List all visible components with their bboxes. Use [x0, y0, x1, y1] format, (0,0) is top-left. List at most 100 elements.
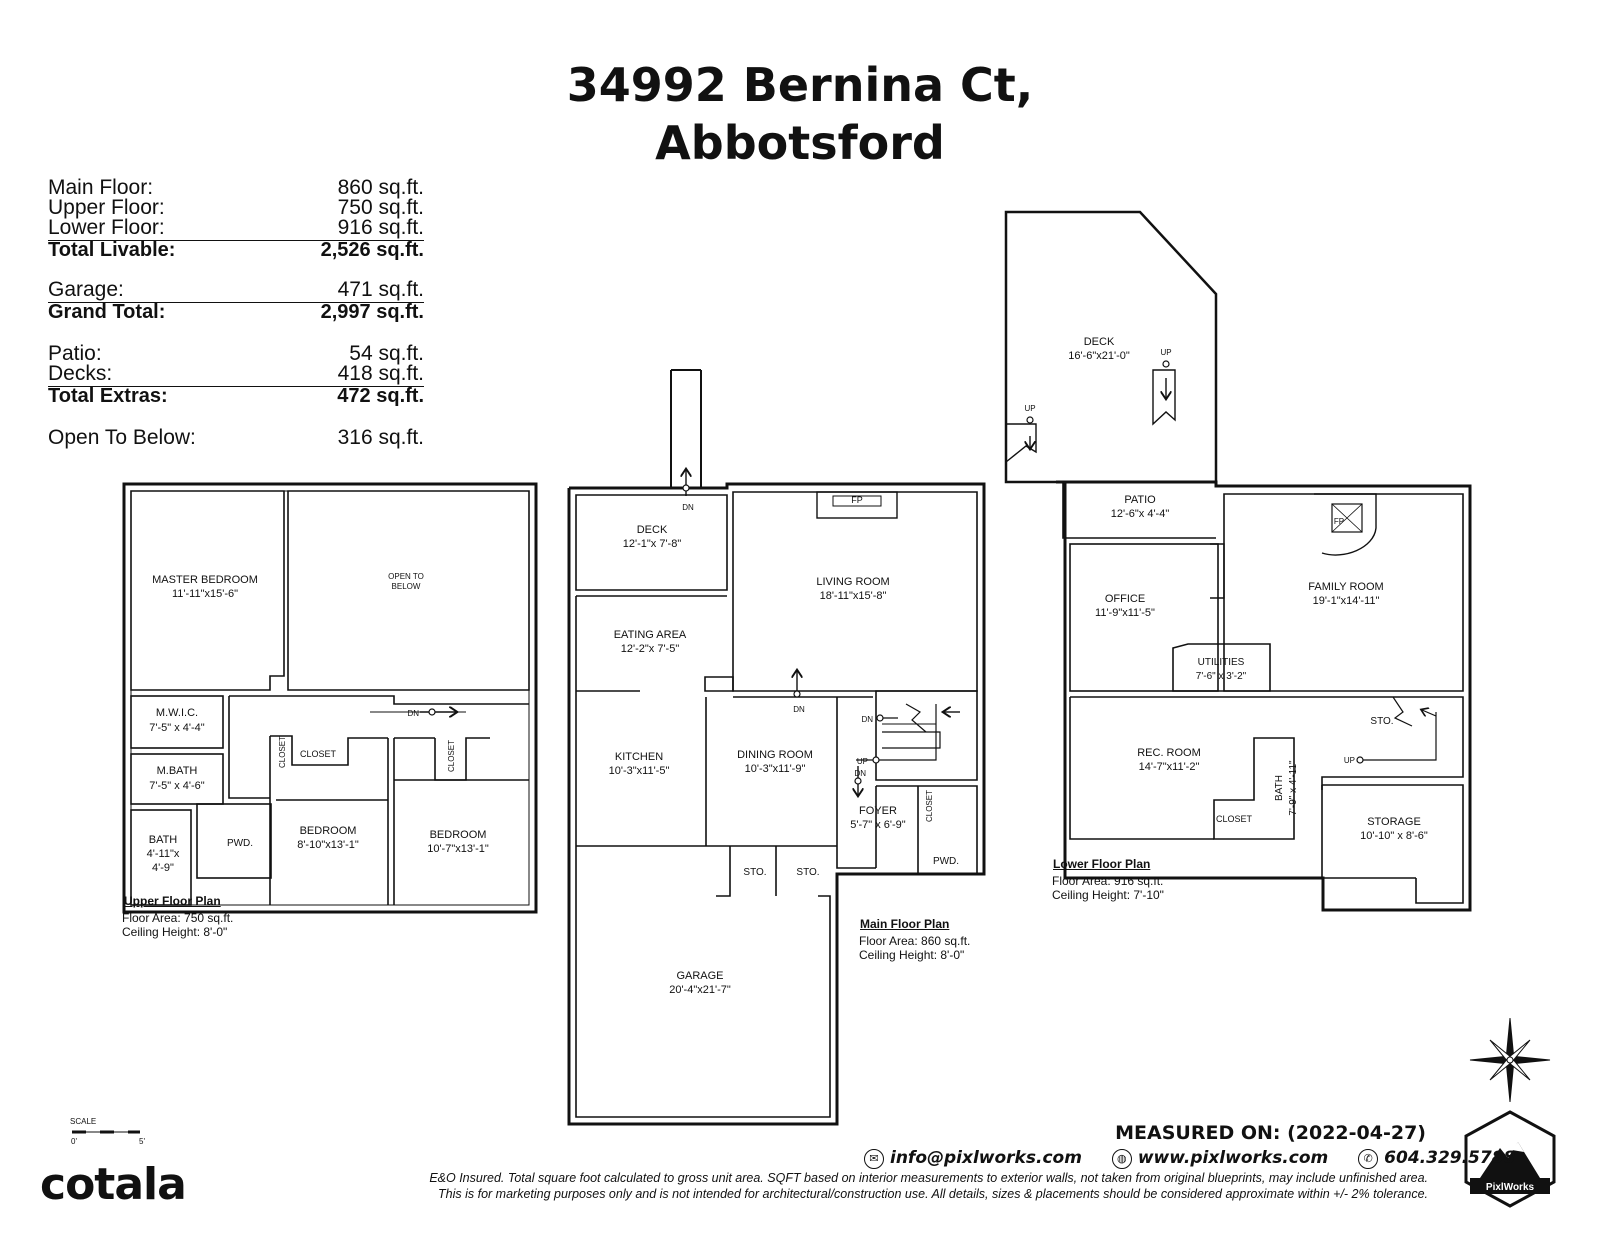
scale-label: SCALE	[70, 1117, 96, 1126]
room-name: STO.	[743, 867, 766, 878]
room-name: PWD.	[227, 838, 253, 849]
upper-floor-labels: MASTER BEDROOM 11'-11"x15'-6" OPEN TO BE…	[147, 572, 489, 874]
fireplace-label: FP	[851, 495, 863, 505]
room-dims: 4'-11"x	[147, 848, 180, 860]
lower-plan-area: Floor Area: 916 sq.ft.	[1052, 874, 1164, 888]
room-dims: 10'-3"x11'-9"	[745, 763, 806, 775]
main-floor-plan	[567, 369, 986, 1126]
room-dims: 8'-10"x13'-1"	[297, 839, 359, 851]
room-name: PATIO	[1124, 494, 1156, 506]
lower-floor-plan	[1004, 210, 1472, 912]
room-name: UTILITIES	[1198, 657, 1245, 668]
room-name: FAMILY ROOM	[1308, 581, 1383, 593]
closet-label: CLOSET	[1216, 814, 1253, 824]
room-name: BATH	[1274, 775, 1285, 801]
room-dims: 10'-10" x 8'-6"	[1360, 830, 1428, 842]
upper-plan-info: Floor Area: 750 sq.ft. Ceiling Height: 8…	[122, 911, 233, 939]
stair-label: DN	[854, 769, 866, 778]
stair-label: UP	[1160, 348, 1171, 357]
room-name: FOYER	[859, 805, 897, 817]
room-name: BEDROOM	[430, 829, 487, 841]
phone-icon: ✆	[1358, 1149, 1379, 1169]
room-name: DECK	[1084, 336, 1115, 348]
room-name: DINING ROOM	[737, 749, 813, 761]
room-name: GARAGE	[676, 970, 723, 982]
stair-label: UP	[1344, 756, 1355, 765]
room-dims: 7'-5" x 4'-4"	[149, 722, 205, 734]
room-dims: 7'-9" x 4'-11"	[1288, 760, 1299, 816]
room-dims: 7'-5" x 4'-6"	[149, 780, 205, 792]
main-floor-labels: DECK 12'-1"x 7'-8" LIVING ROOM 18'-11"x1…	[609, 495, 959, 996]
stat-grand-total: Grand Total:2,997 sq.ft.	[48, 301, 424, 323]
fireplace-label: FP	[1334, 517, 1344, 526]
room-name: STO.	[1370, 716, 1393, 727]
page-title: 34992 Bernina Ct, Abbotsford	[0, 56, 1600, 172]
room-dims: 10'-3"x11'-5"	[609, 765, 670, 777]
room-name: BELOW	[392, 582, 421, 591]
closet-label: CLOSET	[300, 749, 337, 759]
stair-label: UP	[857, 757, 868, 766]
room-dims: 11'-11"x15'-6"	[172, 588, 238, 600]
room-name: MASTER BEDROOM	[152, 574, 258, 586]
stair-label: DN	[682, 503, 694, 512]
stat-total-livable: Total Livable:2,526 sq.ft.	[48, 239, 424, 261]
lower-plan-info: Floor Area: 916 sq.ft. Ceiling Height: 7…	[1052, 874, 1164, 902]
upper-plan-title: Upper Floor Plan	[124, 894, 221, 908]
room-dims: 12'-6"x 4'-4"	[1111, 508, 1170, 520]
north-arrow-icon	[1469, 1017, 1551, 1103]
room-dims: 12'-2"x 7'-5"	[621, 643, 680, 655]
room-dims: 14'-7"x11'-2"	[1139, 761, 1200, 773]
room-name: M.BATH	[157, 765, 198, 777]
room-name: OPEN TO	[388, 572, 424, 581]
room-name: BATH	[149, 834, 178, 846]
phone-contact[interactable]: ✆604.329.5788	[1358, 1148, 1527, 1169]
stat-decks: Decks:418 sq.ft.	[48, 362, 424, 387]
room-dims: 16'-6"x21'-0"	[1068, 350, 1130, 362]
disclaimer: E&O Insured. Total square foot calculate…	[188, 1170, 1428, 1202]
room-name: REC. ROOM	[1137, 747, 1201, 759]
stat-upper-floor: Upper Floor:750 sq.ft.	[48, 196, 424, 219]
email-icon: ✉	[864, 1149, 884, 1169]
scale-end: 5'	[139, 1137, 145, 1146]
room-name: LIVING ROOM	[816, 576, 889, 588]
stair-label: UP	[1024, 404, 1035, 413]
brand-logo: cotala	[40, 1159, 187, 1210]
main-plan-title: Main Floor Plan	[860, 917, 950, 931]
room-dims: 18'-11"x15'-8"	[820, 590, 887, 602]
stat-garage: Garage:471 sq.ft.	[48, 278, 424, 303]
room-name: EATING AREA	[614, 629, 687, 641]
closet-label: CLOSET	[925, 790, 934, 822]
stat-patio: Patio:54 sq.ft.	[48, 342, 424, 365]
stat-lower-floor: Lower Floor:916 sq.ft.	[48, 216, 424, 241]
disclaimer-line-2: This is for marketing purposes only and …	[438, 1187, 1428, 1201]
room-dims: 11'-9"x11'-5"	[1095, 607, 1155, 619]
logo-text: PixlWorks	[1486, 1182, 1535, 1193]
stat-main-floor: Main Floor:860 sq.ft.	[48, 176, 424, 199]
upper-floor-plan	[122, 482, 538, 914]
room-name: KITCHEN	[615, 751, 663, 763]
upper-plan-ceiling: Ceiling Height: 8'-0"	[122, 925, 228, 939]
title-line-1: 34992 Bernina Ct,	[566, 58, 1034, 112]
room-dims: 19'-1"x14'-11"	[1313, 595, 1380, 607]
web-contact[interactable]: ◍www.pixlworks.com	[1111, 1148, 1340, 1169]
stair-label: DN	[861, 715, 873, 724]
email-contact[interactable]: ✉info@pixlworks.com	[864, 1148, 1094, 1169]
room-dims: 5'-7" x 6'-9"	[850, 819, 906, 831]
main-plan-info: Floor Area: 860 sq.ft. Ceiling Height: 8…	[859, 934, 970, 962]
globe-icon: ◍	[1111, 1149, 1132, 1169]
stat-total-extras: Total Extras:472 sq.ft.	[48, 385, 424, 407]
room-name: STORAGE	[1367, 816, 1421, 828]
pixlworks-logo: PixlWorks	[1464, 1110, 1556, 1208]
stair-label: DN	[793, 705, 805, 714]
lower-plan-ceiling: Ceiling Height: 7'-10"	[1052, 888, 1164, 902]
room-dims: 20'-4"x21'-7"	[669, 984, 731, 996]
closet-label: CLOSET	[447, 740, 456, 772]
upper-plan-area: Floor Area: 750 sq.ft.	[122, 911, 234, 925]
room-name: OFFICE	[1105, 593, 1145, 605]
lower-plan-title: Lower Floor Plan	[1053, 857, 1151, 871]
room-dims: 10'-7"x13'-1"	[427, 843, 489, 855]
room-dims: 4'-9"	[152, 862, 174, 874]
stair-label: DN	[407, 709, 419, 718]
main-plan-ceiling: Ceiling Height: 8'-0"	[859, 948, 965, 962]
